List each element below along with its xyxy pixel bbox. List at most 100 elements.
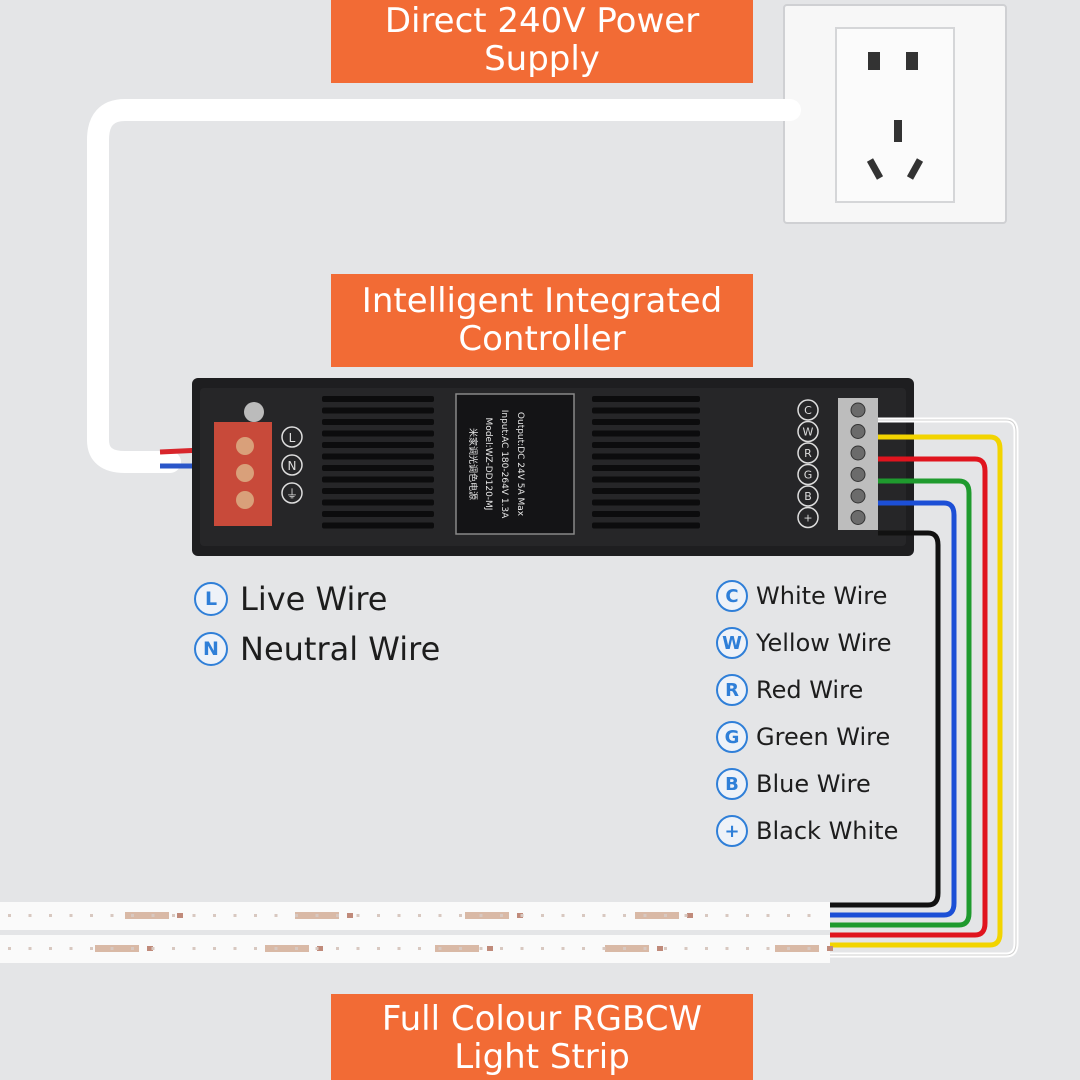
led-chip (517, 913, 523, 918)
terminal-letter: W (803, 426, 814, 439)
led-dot (725, 914, 729, 917)
vent-slot (322, 442, 434, 448)
led-dot (684, 914, 688, 917)
led-dot (541, 914, 544, 917)
vent-grille-left (322, 396, 434, 529)
led-dot (602, 947, 606, 950)
led-dot (479, 947, 483, 950)
led-dot (541, 947, 544, 950)
led-dot (746, 914, 749, 917)
led-chip (317, 946, 323, 951)
led-dot (336, 947, 339, 950)
led-dot (725, 947, 729, 950)
led-dot (172, 947, 175, 950)
vent-slot (592, 499, 700, 506)
led-chip (125, 912, 169, 919)
terminal-letter: C (804, 404, 812, 417)
vent-slot (592, 511, 700, 517)
led-dot (213, 914, 216, 917)
legend-text: Neutral Wire (240, 630, 441, 668)
light-strip-banner: Full Colour RGBCW Light Strip (331, 994, 753, 1080)
vent-slot (592, 522, 700, 529)
led-chip (487, 946, 493, 951)
led-dot (787, 947, 790, 950)
led-dot (131, 947, 134, 950)
led-dot (315, 914, 319, 917)
led-dot (233, 914, 237, 917)
screw-icon (850, 467, 866, 482)
terminal-symbol-icon (797, 463, 819, 486)
legend-green: G Green Wire (716, 721, 890, 753)
led-dot (315, 947, 319, 950)
led-dot (49, 914, 52, 917)
led-dot (131, 914, 134, 917)
terminal-symbol-icon (797, 399, 819, 421)
terminal-letter: G (804, 469, 813, 482)
controller-banner: Intelligent Integrated Controller (331, 274, 753, 367)
led-chip (635, 912, 679, 919)
screw-icon (850, 402, 866, 418)
neutral-badge-icon: N (194, 632, 228, 666)
input-terminal-labels: LN⏚ (281, 426, 303, 504)
led-dot (377, 947, 380, 950)
screw-icon (850, 445, 866, 461)
vent-slot (322, 499, 434, 506)
banner-line: Controller (458, 319, 626, 359)
vent-slot (592, 396, 700, 402)
terminal-symbol-icon (797, 420, 819, 443)
vent-slot (322, 465, 434, 471)
led-dot (8, 914, 11, 917)
led-chip (657, 946, 663, 951)
terminal-symbol-icon (281, 426, 303, 448)
led-chip (265, 945, 309, 952)
led-dot (418, 947, 421, 950)
banner-line: Supply (484, 39, 600, 79)
screw-icon (850, 510, 866, 525)
led-dot (151, 914, 155, 917)
r-badge-icon: R (716, 674, 748, 706)
screw-icon (850, 488, 866, 504)
led-dot (69, 947, 73, 950)
led-dot (500, 947, 503, 950)
live-badge-icon: L (194, 582, 228, 616)
banner-line: Light Strip (454, 1037, 630, 1077)
w-badge-icon: W (716, 627, 748, 659)
led-dot (397, 914, 401, 917)
led-dot (90, 914, 93, 917)
led-chip (827, 946, 833, 951)
vent-slot (592, 419, 700, 425)
b-badge-icon: B (716, 768, 748, 800)
led-dot (28, 914, 32, 917)
legend-text: White Wire (756, 582, 888, 610)
vent-slot (592, 442, 700, 448)
vent-slot (592, 430, 700, 437)
led-dot (274, 947, 278, 950)
led-chip (347, 913, 353, 918)
vent-slot (322, 511, 434, 517)
banner-line: Intelligent Integrated (361, 281, 723, 321)
led-dot (49, 947, 52, 950)
led-dot (8, 947, 11, 950)
led-dot (336, 914, 339, 917)
legend-neutral: N Neutral Wire (194, 630, 440, 668)
led-dot (233, 947, 237, 950)
c-badge-icon: C (716, 580, 748, 612)
led-strip (0, 902, 833, 963)
terminal-symbol-icon (797, 485, 819, 507)
terminal-letter: + (803, 512, 812, 525)
led-dot (623, 947, 626, 950)
power-cable (87, 99, 801, 473)
power-supply-banner: Direct 240V Power Supply (331, 0, 753, 83)
led-chip (95, 945, 139, 952)
led-chip (605, 945, 649, 952)
led-dot (254, 914, 257, 917)
led-chip (465, 912, 509, 919)
label-line: Output:DC 24V 5A Max (515, 412, 525, 517)
vent-slot (322, 430, 434, 437)
vent-slot (322, 488, 434, 494)
wall-socket (783, 4, 1007, 224)
legend-text: Yellow Wire (756, 629, 892, 657)
banner-line: Direct 240V Power (384, 1, 700, 41)
vent-slot (322, 396, 434, 402)
